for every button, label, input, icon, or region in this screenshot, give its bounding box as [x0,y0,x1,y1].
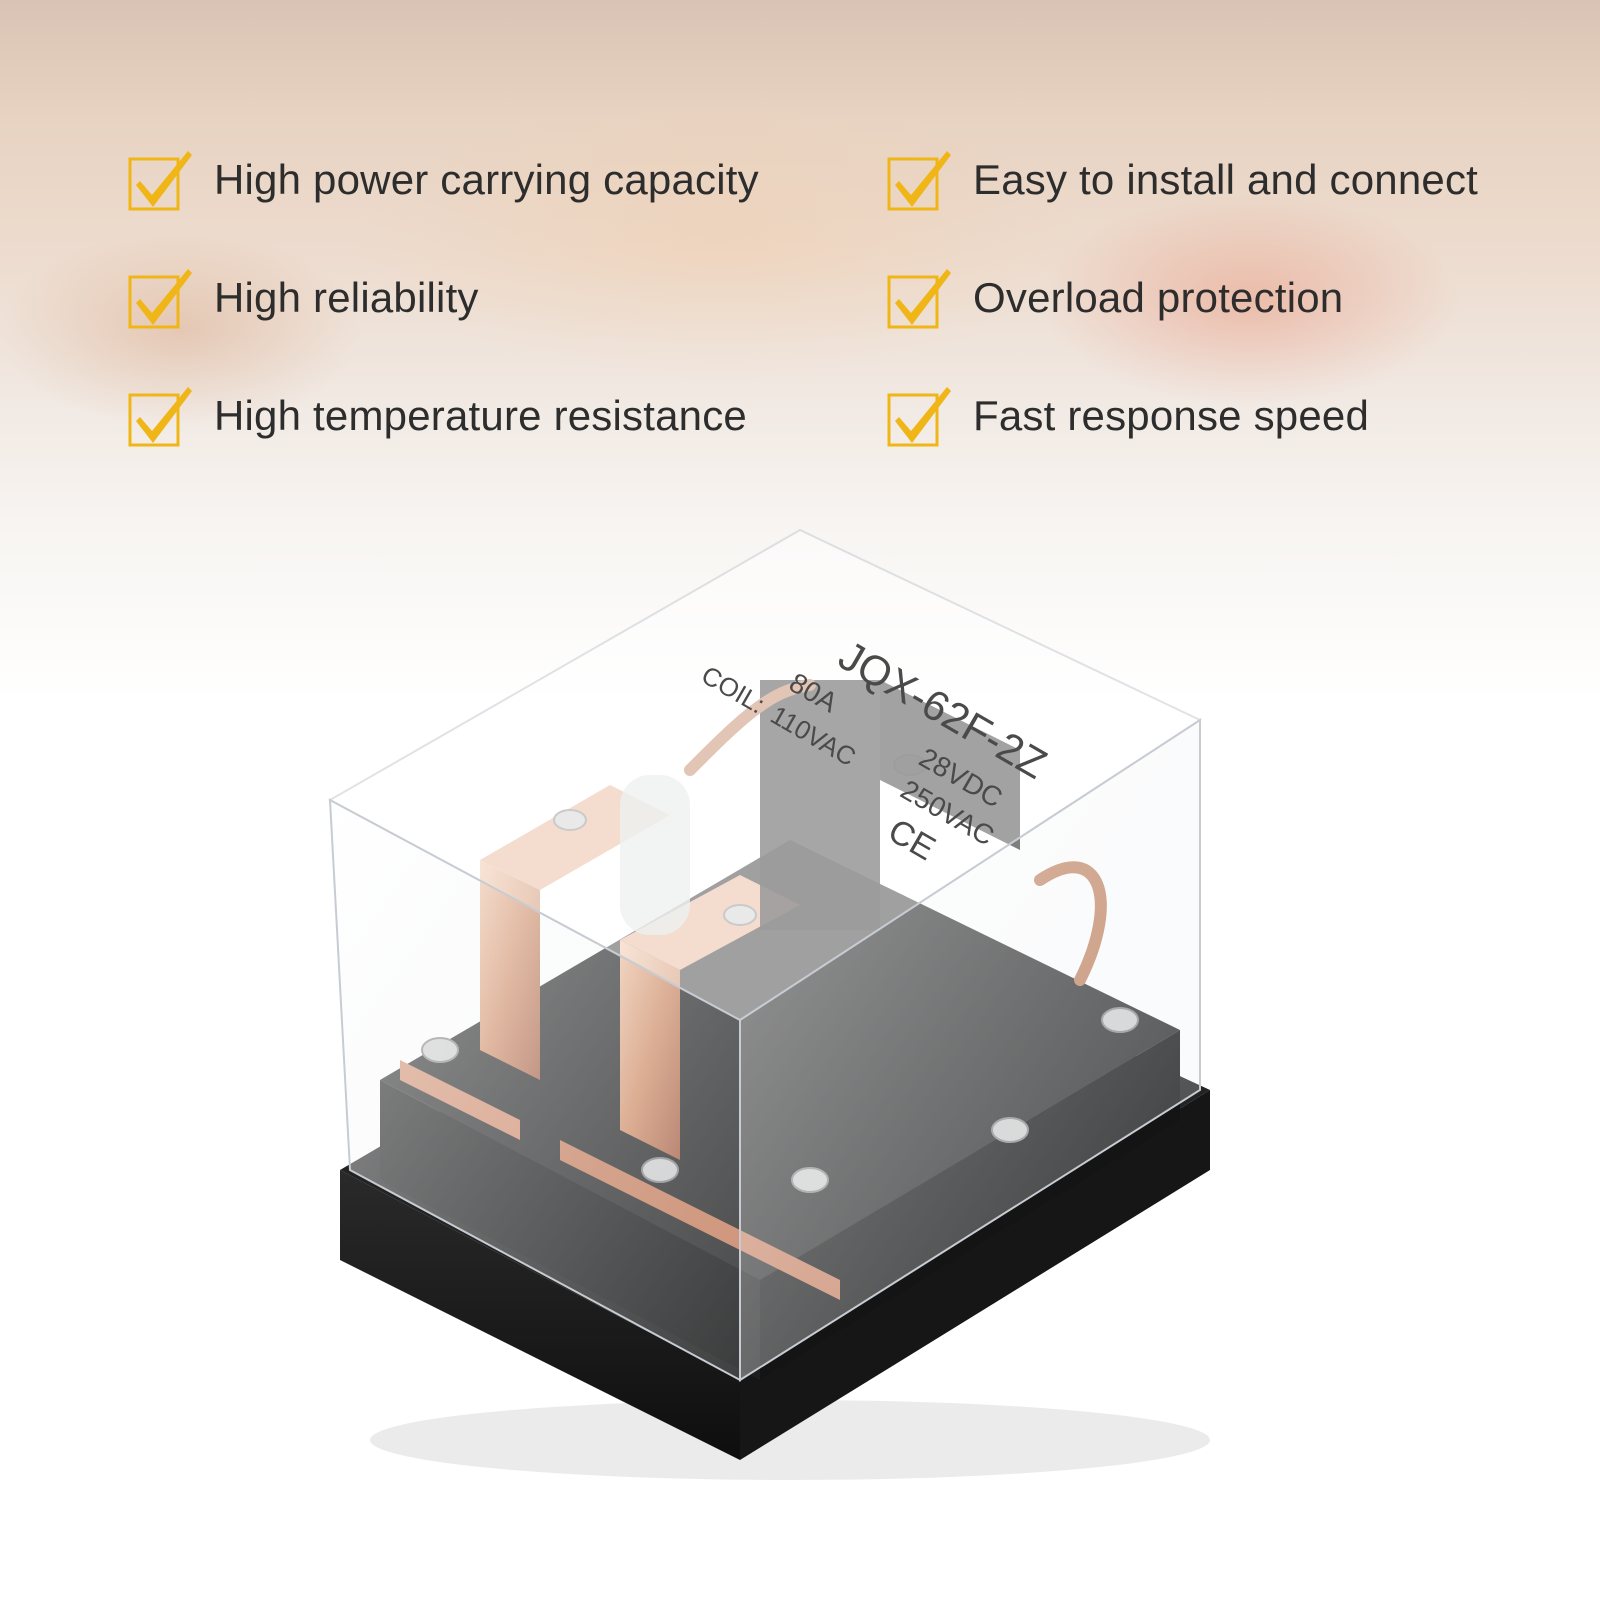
feature-label: Overload protection [973,274,1344,321]
feature-label: Easy to install and connect [973,156,1479,203]
feature-item: High temperature resistance [128,376,747,456]
checkmark-box-icon [128,263,194,333]
relay-illustration: JQX-62F-2Z 80A 28VDC 250VAC COIL: 110VAC… [327,528,1210,1480]
feature-item: Fast response speed [887,376,1369,456]
feature-label: High temperature resistance [214,392,747,439]
checkmark-box-icon [128,381,194,451]
feature-item: Easy to install and connect [887,140,1478,220]
checkmark-box-icon [128,145,194,215]
feature-label: High power carrying capacity [214,156,759,203]
feature-item: High power carrying capacity [128,140,759,220]
feature-label: High reliability [214,274,479,321]
feature-list: High power carrying capacity High reliab… [0,0,1600,480]
relay-product-image: JQX-62F-2Z 80A 28VDC 250VAC COIL: 110VAC… [320,520,1240,1500]
feature-item: Overload protection [887,258,1343,338]
checkmark-box-icon [887,263,953,333]
checkmark-box-icon [887,145,953,215]
feature-item: High reliability [128,258,479,338]
feature-label: Fast response speed [973,392,1370,439]
checkmark-box-icon [887,381,953,451]
